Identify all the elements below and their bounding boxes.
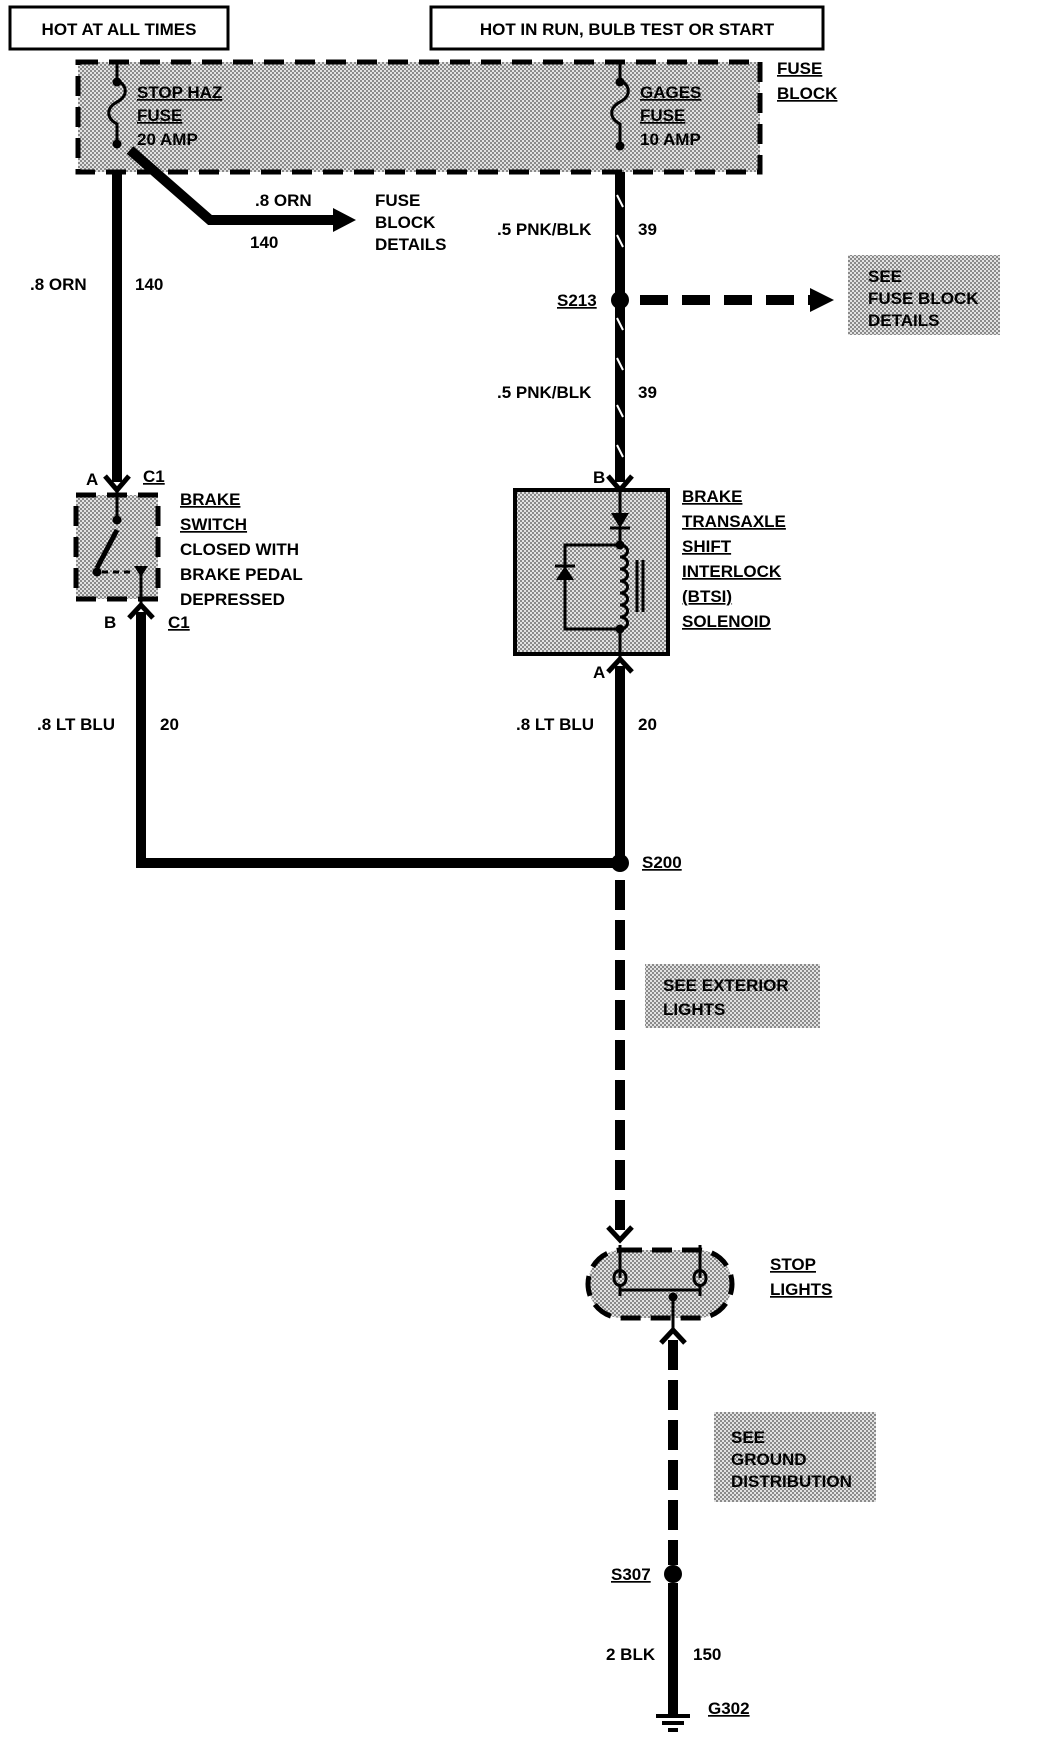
see-fuse-block-line3: DETAILS (868, 311, 939, 330)
see-ground-line1: SEE (731, 1428, 765, 1447)
orn-branch-gauge: .8 ORN (255, 191, 312, 210)
splice-s213-label: S213 (557, 291, 597, 310)
fuse-block-details-line2: BLOCK (375, 213, 436, 232)
hot-in-run-label: HOT IN RUN, BULB TEST OR START (480, 20, 775, 39)
fuse-block-details-line1: FUSE (375, 191, 420, 210)
blk-ground-gauge: 2 BLK (606, 1645, 656, 1664)
brake-switch-line3: CLOSED WITH (180, 540, 299, 559)
splice-s213 (611, 288, 834, 312)
see-ground-line2: GROUND (731, 1450, 807, 1469)
see-exterior-line2: LIGHTS (663, 1000, 725, 1019)
btsi-line2: TRANSAXLE (682, 512, 786, 531)
btsi-line1: BRAKE (682, 487, 742, 506)
brake-switch-line4: BRAKE PEDAL (180, 565, 303, 584)
btsi-solenoid (513, 474, 670, 674)
brake-switch-line1: BRAKE (180, 490, 240, 509)
see-fuse-block-box: SEE FUSE BLOCK DETAILS (848, 255, 1000, 335)
orn-branch-circuit: 140 (250, 233, 278, 252)
brake-switch-conn-top: C1 (143, 467, 165, 486)
orn-branch-wire (126, 146, 356, 232)
brake-switch-line2: SWITCH (180, 515, 247, 534)
stop-lights-line1: STOP (770, 1255, 816, 1274)
pnk-upper-gauge: .5 PNK/BLK (497, 220, 592, 239)
brake-switch (73, 474, 161, 620)
orn-main-circuit: 140 (135, 275, 163, 294)
pnk-upper-circuit: 39 (638, 220, 657, 239)
ltblu-right-gauge: .8 LT BLU (516, 715, 594, 734)
stop-haz-fuse-line1: STOP HAZ (137, 83, 222, 102)
btsi-line4: INTERLOCK (682, 562, 782, 581)
ltblu-left-circuit: 20 (160, 715, 179, 734)
see-ground-line3: DISTRIBUTION (731, 1472, 852, 1491)
stop-haz-fuse-line3: 20 AMP (137, 130, 198, 149)
hot-at-all-times-box: HOT AT ALL TIMES (8, 5, 230, 51)
stop-haz-fuse-line2: FUSE (137, 106, 182, 125)
pnk-lower-circuit: 39 (638, 383, 657, 402)
gages-fuse-line3: 10 AMP (640, 130, 701, 149)
ground-symbol-icon (656, 1714, 690, 1732)
brake-switch-line5: DEPRESSED (180, 590, 285, 609)
btsi-pin-a: A (593, 663, 605, 682)
ltblu-left-wire (136, 612, 620, 868)
orn-main-gauge: .8 ORN (30, 275, 87, 294)
splice-s307 (664, 1565, 682, 1583)
brake-switch-pin-b: B (104, 613, 116, 632)
see-fuse-block-line2: FUSE BLOCK (868, 289, 979, 308)
splice-s200-label: S200 (642, 853, 682, 872)
ground-g302-label: G302 (708, 1699, 750, 1718)
stop-haz-fuse-symbol (107, 62, 127, 149)
ltblu-left-gauge: .8 LT BLU (37, 715, 115, 734)
btsi-pin-b: B (593, 468, 605, 487)
fuse-block-label-2: BLOCK (777, 84, 838, 103)
stop-lights (585, 1225, 735, 1345)
ltblu-right-circuit: 20 (638, 715, 657, 734)
btsi-line5: (BTSI) (682, 587, 732, 606)
see-exterior-line1: SEE EXTERIOR (663, 976, 789, 995)
gages-fuse-line1: GAGES (640, 83, 701, 102)
see-exterior-lights-box: SEE EXTERIOR LIGHTS (645, 964, 820, 1028)
gages-fuse-line2: FUSE (640, 106, 685, 125)
fuse-block: FUSE BLOCK STOP HAZ FUSE 20 AMP GAGES FU… (75, 59, 838, 175)
hot-at-all-times-label: HOT AT ALL TIMES (42, 20, 197, 39)
splice-s307-label: S307 (611, 1565, 651, 1584)
splice-s200 (611, 854, 629, 872)
pnk-lower-gauge: .5 PNK/BLK (497, 383, 592, 402)
see-ground-distribution-box: SEE GROUND DISTRIBUTION (714, 1412, 876, 1502)
see-fuse-block-line1: SEE (868, 267, 902, 286)
gages-fuse-symbol (610, 62, 630, 151)
hot-in-run-box: HOT IN RUN, BULB TEST OR START (429, 5, 825, 51)
btsi-line6: SOLENOID (682, 612, 771, 631)
pnk-stripes (616, 194, 624, 458)
blk-ground-circuit: 150 (693, 1645, 721, 1664)
btsi-line3: SHIFT (682, 537, 732, 556)
brake-switch-conn-bottom: C1 (168, 613, 190, 632)
brake-switch-pin-a: A (86, 470, 98, 489)
fuse-block-label-1: FUSE (777, 59, 822, 78)
stop-lights-line2: LIGHTS (770, 1280, 832, 1299)
fuse-block-details-line3: DETAILS (375, 235, 446, 254)
